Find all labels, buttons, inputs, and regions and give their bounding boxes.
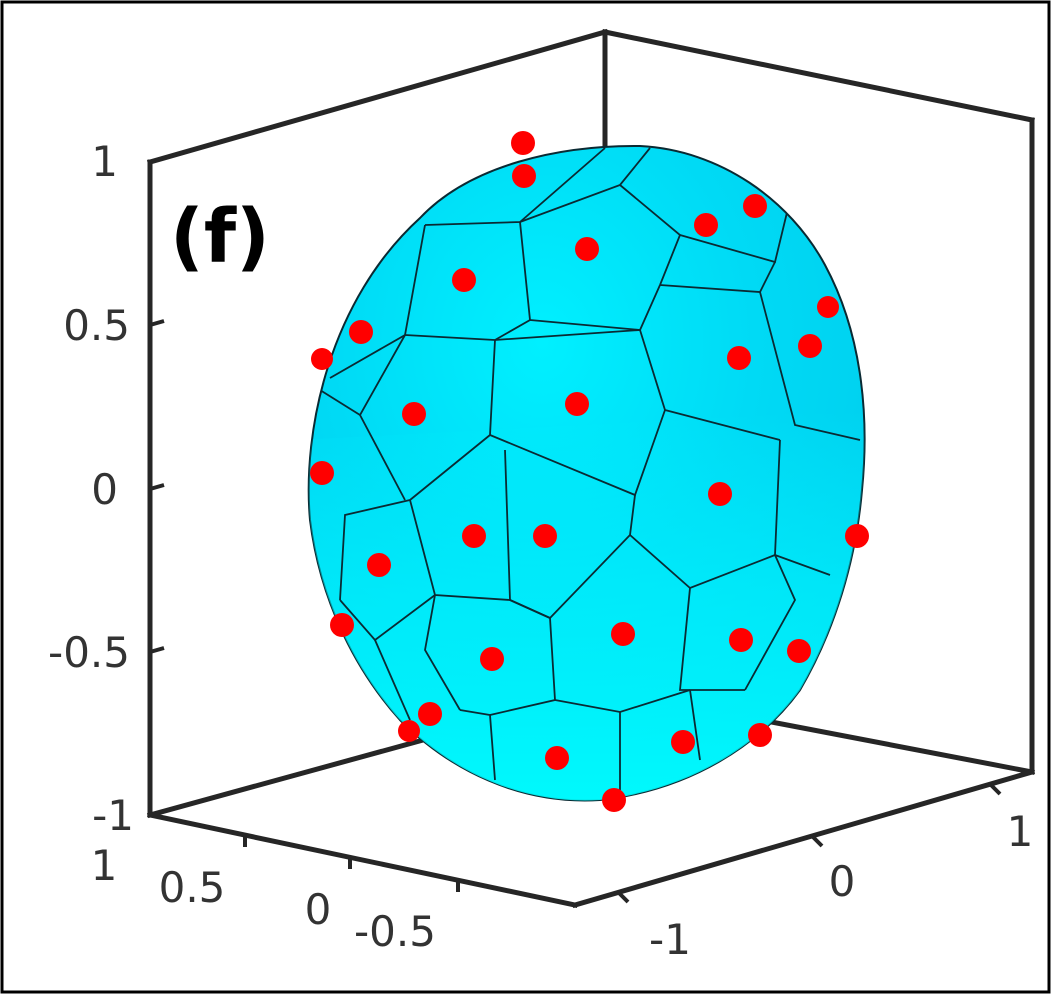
- z-tick: [149, 483, 165, 491]
- site-dot: [367, 553, 391, 577]
- site-dot: [748, 723, 772, 747]
- x-tick-label: 0: [829, 857, 856, 906]
- cell-edge: [374, 639, 411, 721]
- site-dot: [398, 720, 420, 742]
- site-dot: [694, 213, 718, 237]
- cell-edge: [744, 554, 797, 691]
- site-dot: [671, 730, 695, 754]
- y-tick-label: 1: [91, 841, 118, 890]
- site-dot: [798, 334, 822, 358]
- site-dot: [480, 647, 504, 671]
- z-tick: [149, 156, 165, 164]
- site-dot: [512, 164, 536, 188]
- panel-label: (f): [170, 194, 270, 280]
- z-tick-label: 0.5: [63, 301, 130, 350]
- x-tick: [616, 890, 630, 904]
- back-top-left-edge: [146, 28, 609, 166]
- z-tick-label: -0.5: [48, 628, 130, 677]
- y-tick-label: -0.5: [354, 907, 436, 956]
- x-axis-line: [571, 768, 1036, 909]
- site-dot: [727, 346, 751, 370]
- site-dot: [533, 524, 557, 548]
- site-dot: [817, 296, 839, 318]
- site-dot: [511, 131, 535, 155]
- x-tick-label: 1: [1007, 807, 1034, 856]
- cell-edge: [319, 389, 361, 416]
- x-tick-labels: -1 0 1: [649, 807, 1033, 964]
- site-dot: [708, 482, 732, 506]
- z-tick-label: -1: [92, 791, 134, 840]
- z-tick: [149, 809, 165, 817]
- cell-edge: [424, 594, 461, 711]
- axes-box: [146, 28, 1036, 909]
- site-dot: [452, 268, 476, 292]
- site-dot: [729, 628, 753, 652]
- voronoi-sphere: [307, 131, 869, 812]
- cell-edge: [489, 599, 556, 716]
- sphere-lower-highlight: [308, 410, 865, 801]
- cell-edge: [459, 709, 496, 781]
- cell-edge: [689, 689, 701, 761]
- site-dot: [545, 746, 569, 770]
- z-tick-label: 1: [91, 137, 118, 186]
- site-dot: [565, 392, 589, 416]
- site-dot: [602, 788, 626, 812]
- site-dot: [611, 622, 635, 646]
- z-tick-labels: 1 0.5 0 -0.5 -1: [48, 137, 134, 840]
- z-tick-label: 0: [91, 465, 118, 514]
- y-tick-label: 0.5: [159, 863, 226, 912]
- voronoi-cell-edges: [319, 147, 861, 790]
- y-tick-label: 0: [305, 885, 332, 934]
- site-dot: [743, 194, 767, 218]
- z-tick: [149, 646, 165, 654]
- site-dot: [310, 461, 334, 485]
- x-tick: [988, 782, 1002, 796]
- cell-edge: [759, 291, 861, 441]
- site-dot: [311, 348, 333, 370]
- site-dot: [330, 613, 354, 637]
- x-tick: [810, 834, 824, 848]
- z-tick: [149, 319, 165, 327]
- x-tick-label: -1: [649, 915, 691, 964]
- site-dot: [845, 524, 869, 548]
- site-dots: [310, 131, 869, 812]
- cell-edge: [679, 587, 745, 691]
- site-dot: [462, 524, 486, 548]
- site-dot: [402, 402, 426, 426]
- y-axis-line: [147, 812, 578, 908]
- site-dot: [349, 320, 373, 344]
- site-dot: [575, 237, 599, 261]
- site-dot: [418, 702, 442, 726]
- cell-edge: [339, 499, 411, 601]
- back-top-right-edge: [602, 29, 1035, 123]
- site-dot: [787, 639, 811, 663]
- y-tick-labels: 1 0.5 0 -0.5: [91, 841, 436, 956]
